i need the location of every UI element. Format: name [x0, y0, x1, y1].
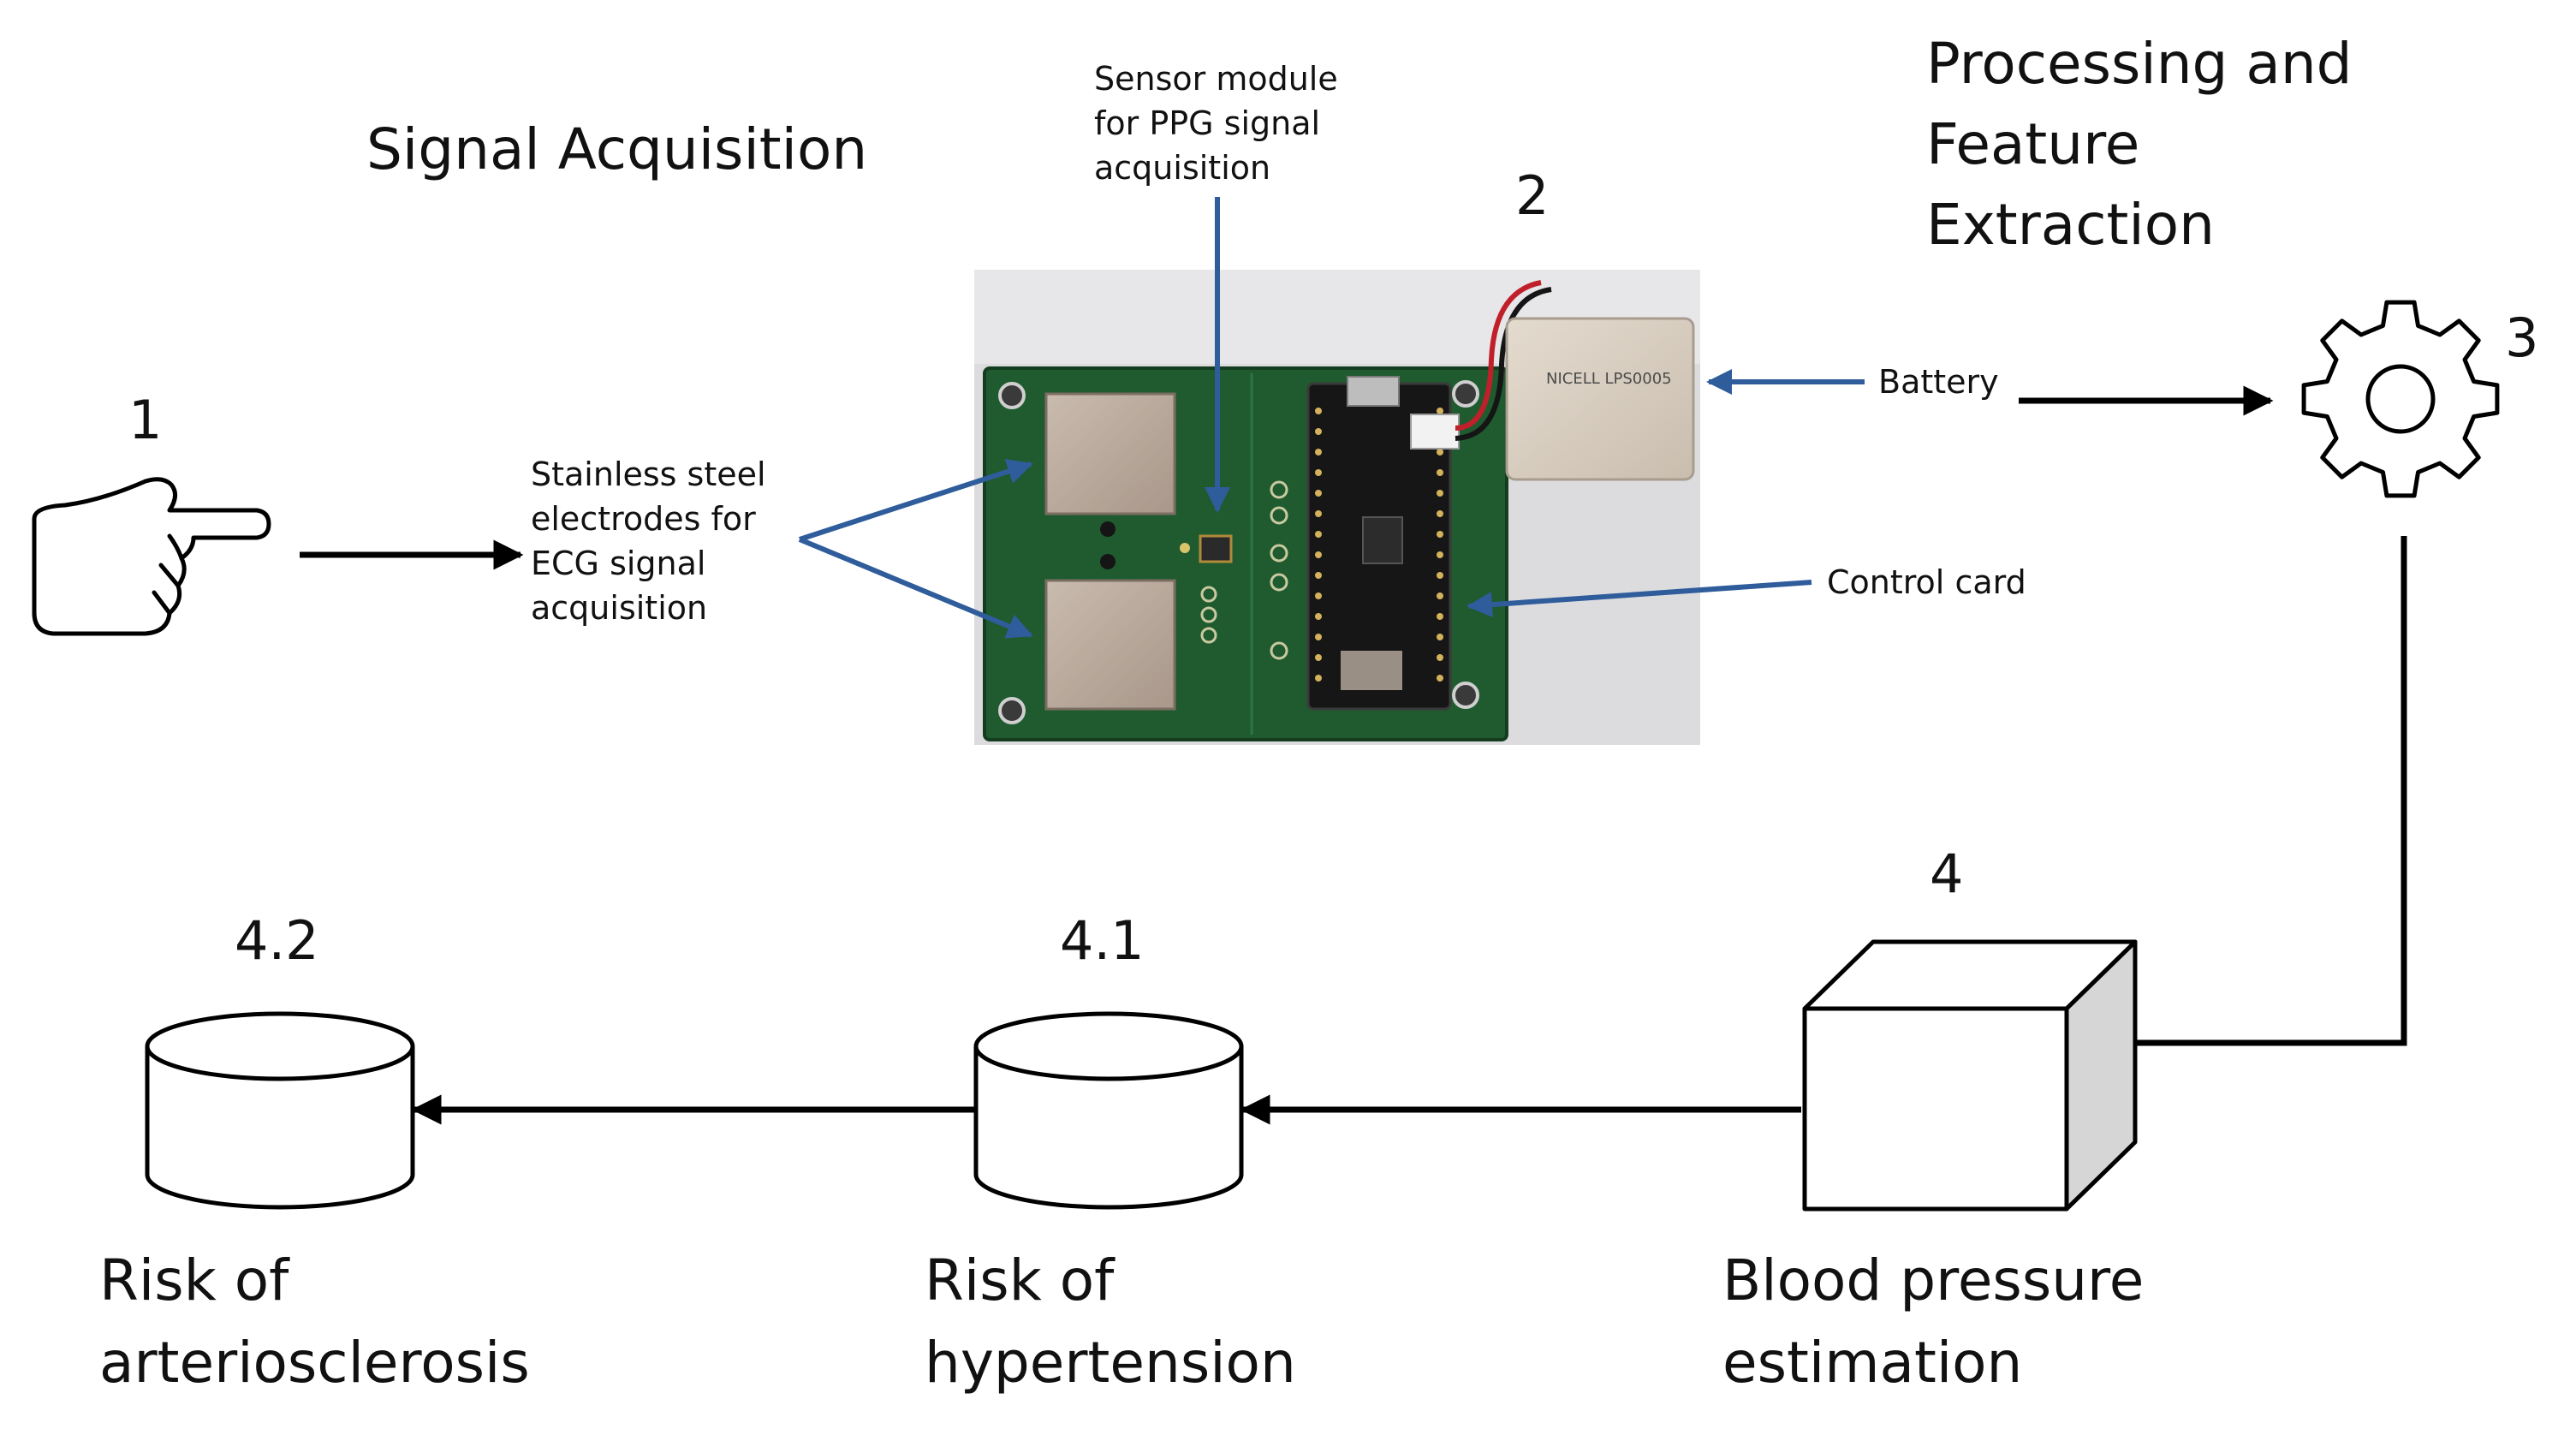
gear-icon — [2301, 300, 2500, 498]
label-control-card: Control card — [1827, 563, 2026, 601]
step-number-4-2: 4.2 — [235, 909, 319, 972]
battery — [1505, 317, 1695, 481]
arrow-electrodes-to-bottom-pad — [798, 537, 1033, 639]
electrode-pad-bottom — [1044, 579, 1176, 711]
ppg-sensor-chip — [1199, 534, 1233, 563]
label-battery: Battery — [1878, 363, 1999, 401]
electrode-pad-top — [1044, 392, 1176, 515]
step-number-3: 3 — [2505, 307, 2539, 369]
arrow-processing-to-estimation — [2063, 536, 2407, 1058]
battery-print: NICELL LPS0005 — [1546, 370, 1672, 388]
step-number-4-1: 4.1 — [1060, 909, 1145, 972]
database-cylinder-icon-hypertension — [973, 1011, 1244, 1210]
label-sensor-module: Sensor module for PPG signal acquisition — [1094, 60, 1338, 187]
label-blood-pressure-estimation: Blood pressure estimation — [1722, 1247, 2145, 1396]
step-number-4: 4 — [1930, 843, 1964, 905]
pointing-hand-icon — [32, 477, 271, 636]
label-risk-hypertension: Risk of hypertension — [925, 1247, 1296, 1396]
cube-icon — [1802, 939, 2138, 1212]
arrow-label-to-control-card — [1466, 580, 1812, 618]
label-risk-arteriosclerosis: Risk of arteriosclerosis — [99, 1247, 530, 1396]
label-electrodes: Stainless steel electrodes for ECG signa… — [531, 455, 766, 627]
database-cylinder-icon-arteriosclerosis — [145, 1011, 415, 1210]
title-processing-feature-extraction: Processing and Feature Extraction — [1926, 31, 2353, 258]
step-number-1: 1 — [128, 389, 163, 451]
title-signal-acquisition: Signal Acquisition — [366, 116, 868, 182]
device-photo: NICELL LPS0005 — [974, 270, 1700, 745]
step-number-2: 2 — [1515, 164, 1550, 227]
arrow-electrodes-to-top-pad — [799, 459, 1033, 542]
